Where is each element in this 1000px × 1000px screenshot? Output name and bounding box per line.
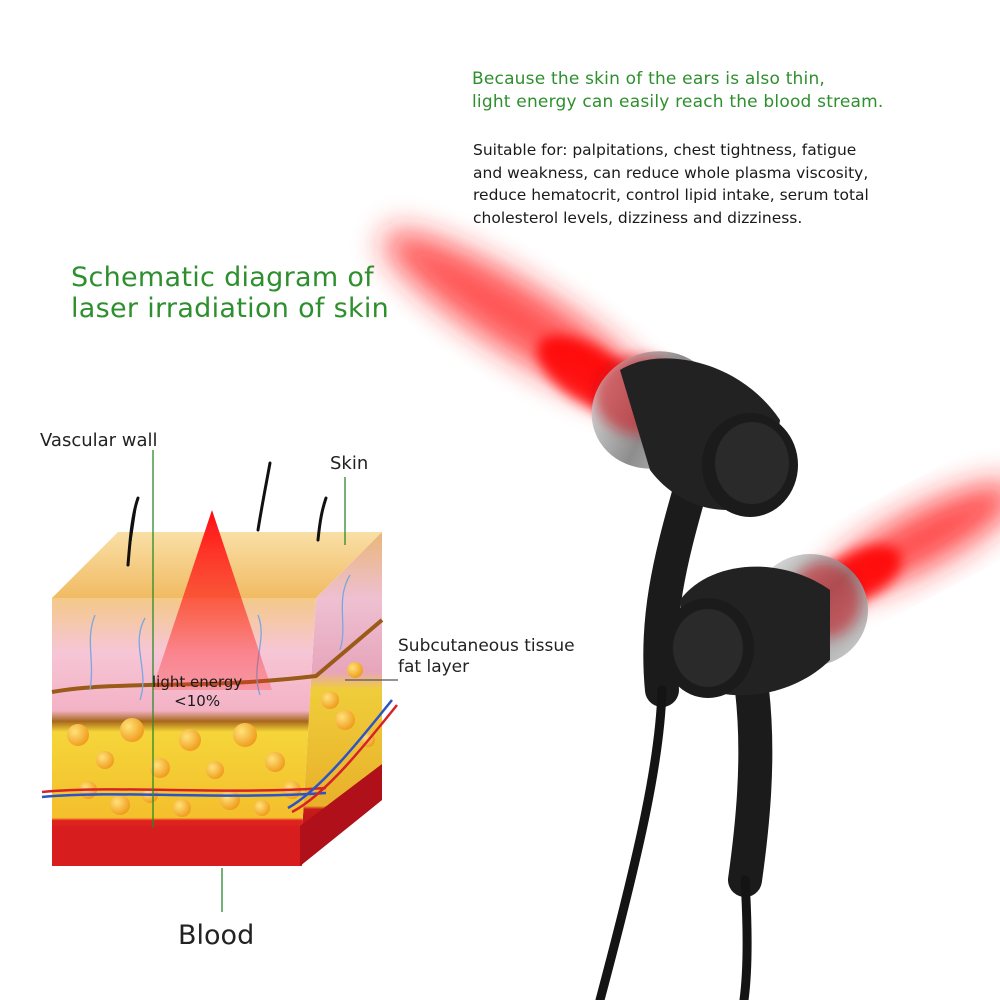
intro-line-1: Because the skin of the ears is also thi… [472, 69, 826, 89]
vessels [41, 699, 398, 814]
suitable-for-text: Suitable for: palpitations, chest tightn… [473, 139, 869, 229]
diagram-title: Schematic diagram of laser irradiation o… [71, 262, 389, 324]
label-light-percent: <10% [174, 692, 221, 710]
light-beam [152, 510, 272, 690]
earphone-upper [591, 351, 798, 707]
label-vascular-wall: Vascular wall [40, 430, 158, 451]
label-blood: Blood [178, 920, 255, 951]
suitable-line-2: and weakness, can reduce whole plasma vi… [473, 163, 869, 182]
label-subcutaneous-line-1: Subcutaneous tissue [398, 636, 575, 656]
earphone-cable [595, 685, 752, 1000]
leader-lines [152, 450, 398, 912]
label-light-energy-text: light energy [152, 673, 243, 691]
suitable-line-1: Suitable for: palpitations, chest tightn… [473, 141, 857, 159]
label-skin: Skin [330, 453, 369, 474]
suitable-line-3: reduce hematocrit, control lipid intake,… [473, 186, 869, 204]
intro-text: Because the skin of the ears is also thi… [472, 68, 884, 114]
label-subcutaneous: Subcutaneous tissue fat layer [398, 636, 575, 678]
label-light-energy: light energy <10% [152, 673, 242, 711]
diagram-title-line-2: laser irradiation of skin [71, 293, 390, 324]
hairs [126, 461, 328, 567]
diagram-title-line-1: Schematic diagram of [71, 262, 374, 293]
suitable-line-4: cholesterol levels, dizziness and dizzin… [473, 208, 803, 227]
earphone-lower [662, 554, 868, 897]
label-subcutaneous-line-2: fat layer [398, 657, 470, 677]
intro-line-2: light energy can easily reach the blood … [472, 92, 884, 112]
